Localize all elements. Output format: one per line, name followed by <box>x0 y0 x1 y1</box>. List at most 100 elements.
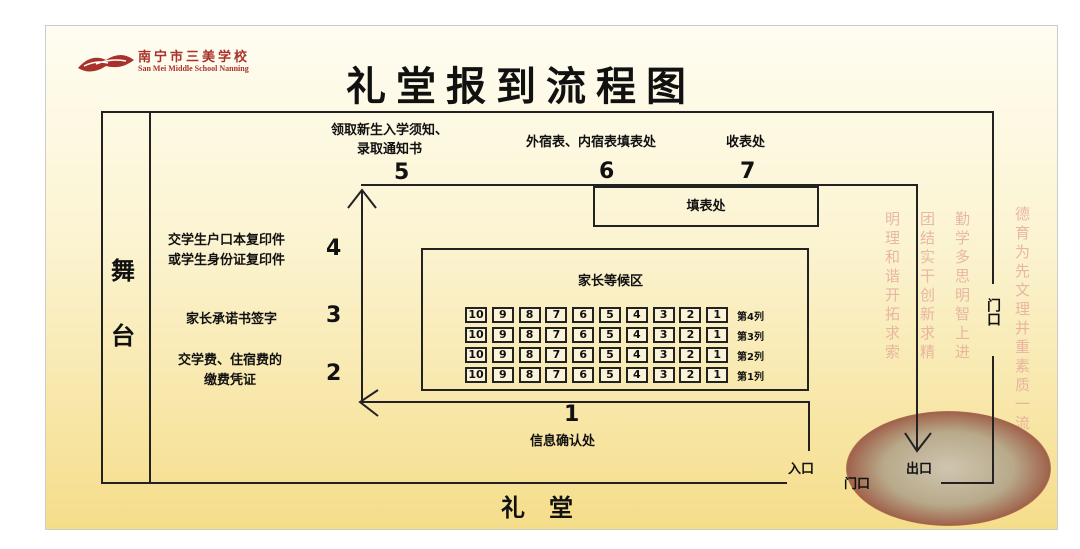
seat: 5 <box>599 327 621 343</box>
arrow-left-icon <box>358 389 379 417</box>
step-2-line2: 缴费凭证 <box>204 373 257 388</box>
row-label: 第2列 <box>737 352 764 363</box>
seat: 2 <box>679 307 702 323</box>
hall-wall-left <box>101 111 103 483</box>
logo-cn: 南宁市三美学校 <box>138 50 251 65</box>
step-3-number: 3 <box>326 303 342 328</box>
seat: 4 <box>625 307 648 323</box>
seat: 1 <box>706 347 729 363</box>
path-left <box>361 191 363 403</box>
seat: 1 <box>706 307 729 323</box>
seat: 7 <box>545 367 568 383</box>
seat: 9 <box>491 327 514 343</box>
arrow-up-icon <box>347 188 377 209</box>
deco-text: 团结实干创新求精 <box>918 211 936 363</box>
seat: 1 <box>706 327 729 343</box>
seat: 9 <box>491 307 514 323</box>
entrance-label: 入口 <box>788 462 815 477</box>
hall-wall-right-lower <box>992 356 994 483</box>
stage-label: 台 <box>111 322 135 350</box>
seat: 6 <box>572 307 595 323</box>
step-3-label: 家长承诺书签字 <box>186 312 278 327</box>
door-right-text: 门口 <box>985 298 1001 326</box>
step-4-number: 4 <box>326 236 342 261</box>
row-label: 第1列 <box>737 372 764 383</box>
hall-wall-bottom <box>101 482 787 484</box>
row-label: 第3列 <box>737 332 764 343</box>
row-label: 第4列 <box>737 312 764 323</box>
page-title: 礼堂报到流程图 <box>346 64 696 110</box>
hall-label: 礼 堂 <box>501 494 573 522</box>
arrow-down-icon <box>904 432 932 453</box>
seat: 4 <box>625 347 648 363</box>
step-5-label: 领取新生入学须知、录取通知书 <box>331 121 448 159</box>
seat: 9 <box>491 347 514 363</box>
seat: 3 <box>652 347 675 363</box>
seat: 10 <box>465 347 487 363</box>
step-1-number: 1 <box>564 402 580 427</box>
path-right <box>916 184 918 449</box>
seat: 9 <box>491 367 514 383</box>
seat: 4 <box>625 367 648 383</box>
waiting-area-label: 家长等候区 <box>578 274 644 289</box>
seat: 3 <box>652 367 675 383</box>
stage-label: 舞 <box>111 257 135 285</box>
seat: 1 <box>706 367 729 383</box>
step-1-label: 信息确认处 <box>530 434 596 449</box>
seat: 8 <box>518 307 541 323</box>
seat: 5 <box>599 347 621 363</box>
school-building-image <box>846 411 1051 526</box>
step-6-label: 外宿表、内宿表填表处 <box>526 135 657 150</box>
form-filling-area: 填表处 <box>593 186 819 227</box>
seat: 5 <box>599 367 621 383</box>
seat: 6 <box>572 347 595 363</box>
step-5-line1: 领取新生入学须知、 <box>331 123 449 138</box>
form-area-label: 填表处 <box>686 199 726 214</box>
seat: 2 <box>679 327 702 343</box>
seat: 6 <box>572 327 595 343</box>
seat: 8 <box>518 327 541 343</box>
seat: 10 <box>465 367 487 383</box>
flowchart-poster: 南宁市三美学校 San Mei Middle School Nanning 礼堂… <box>45 25 1058 530</box>
seat: 10 <box>465 307 487 323</box>
seat: 10 <box>465 327 487 343</box>
step-4-label: 交学生户口本复印件或学生身份证复印件 <box>168 231 285 271</box>
seat: 7 <box>545 347 568 363</box>
deco-text: 勤学多思明智上进 <box>953 211 971 363</box>
seat: 6 <box>572 367 595 383</box>
step-7-label: 收表处 <box>726 135 766 150</box>
door-label-right: 门口 <box>984 298 1002 331</box>
seat: 2 <box>679 367 702 383</box>
seat: 8 <box>518 367 541 383</box>
step-6-number: 6 <box>599 159 615 184</box>
logo-en: San Mei Middle School Nanning <box>138 64 249 73</box>
step-7-number: 7 <box>740 159 756 184</box>
hall-wall-top <box>101 111 994 113</box>
exit-label: 出口 <box>906 462 933 477</box>
step-5-number: 5 <box>394 160 410 185</box>
seat: 4 <box>625 327 648 343</box>
seat: 7 <box>545 327 568 343</box>
seat: 7 <box>545 307 568 323</box>
hall-wall-right-upper <box>992 111 994 284</box>
deco-text: 明理和谐开拓求索 <box>883 211 901 363</box>
stage-edge <box>149 111 151 483</box>
hall-wall-bottom-right <box>941 482 994 484</box>
step-2-line1: 交学费、住宿费的 <box>178 353 283 368</box>
step-2-number: 2 <box>326 361 342 386</box>
seat: 5 <box>599 307 621 323</box>
step-4-line2: 或学生身份证复印件 <box>168 253 286 268</box>
step-2-label: 交学费、住宿费的缴费凭证 <box>178 351 282 391</box>
seat: 3 <box>652 307 675 323</box>
logo-mark-icon <box>78 55 134 72</box>
deco-text: 德育为先文理并重素质一流 <box>1013 206 1031 434</box>
door-label-bottom: 门口 <box>844 477 871 492</box>
path-bottom <box>361 401 810 403</box>
seat: 8 <box>518 347 541 363</box>
step-4-line1: 交学生户口本复印件 <box>168 233 286 248</box>
seat: 3 <box>652 327 675 343</box>
seat: 2 <box>679 347 702 363</box>
path-top <box>361 184 918 186</box>
path-entrance <box>808 401 810 451</box>
